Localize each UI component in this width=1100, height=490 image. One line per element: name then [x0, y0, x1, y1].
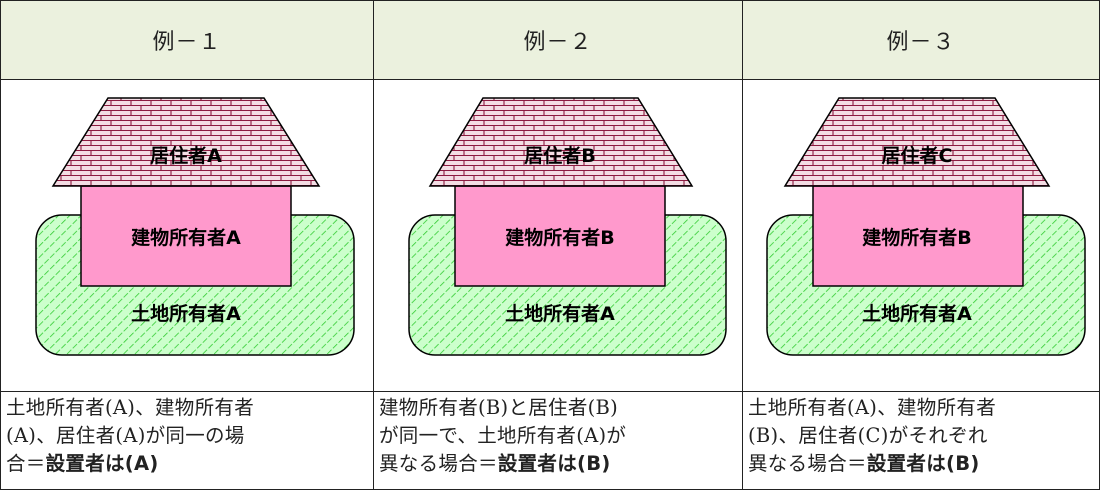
example-3-header: 例－３ — [742, 0, 1100, 80]
roof — [428, 97, 694, 187]
roof — [783, 97, 1051, 187]
building-body — [80, 185, 292, 287]
desc-plain: 合＝ — [6, 452, 46, 475]
desc-line: (A)、居住者(A)が同一の場 — [6, 424, 245, 447]
example-2-house-diagram: 居住者B 建物所有者B 土地所有者A — [408, 97, 727, 356]
desc-line: 異なる場合＝設置者は(B) — [748, 450, 1099, 478]
building-owner-label: 建物所有者B — [505, 226, 614, 249]
illustration-row: 居住者A 建物所有者A 土地所有者A 居住者B 建物所有者B 土地所有者A 居住 — [0, 79, 1100, 392]
desc-conclusion: 設置者は(B) — [866, 452, 980, 475]
building-owner-label: 建物所有者A — [131, 226, 241, 249]
example-3-illustration: 居住者C 建物所有者B 土地所有者A — [742, 79, 1100, 392]
example-1-description: 土地所有者(A)、建物所有者 (A)、居住者(A)が同一の場 合＝設置者は(A) — [0, 391, 374, 490]
desc-conclusion: 設置者は(A) — [45, 452, 159, 475]
desc-line: 建物所有者(B)と居住者(B) — [379, 396, 619, 419]
example-3-description: 土地所有者(A)、建物所有者 (B)、居住者(C)がそれぞれ 異なる場合＝設置者… — [742, 391, 1100, 490]
building-owner-label: 建物所有者B — [862, 226, 971, 249]
resident-label: 居住者B — [524, 144, 595, 167]
example-2-illustration: 居住者B 建物所有者B 土地所有者A — [373, 79, 743, 392]
resident-label: 居住者C — [882, 144, 953, 167]
desc-line: 土地所有者(A)、建物所有者 — [6, 396, 254, 419]
header-row: 例－１ 例－２ 例－３ — [0, 0, 1100, 80]
building-body — [454, 185, 666, 287]
desc-line: が同一で、土地所有者(A)が — [379, 424, 627, 447]
desc-line: (B)、居住者(C)がそれぞれ — [748, 424, 988, 447]
desc-plain: 異なる場合＝ — [748, 452, 867, 475]
example-2-description: 建物所有者(B)と居住者(B) が同一で、土地所有者(A)が 異なる場合＝設置者… — [373, 391, 743, 490]
example-2-header: 例－２ — [373, 0, 743, 80]
desc-line: 土地所有者(A)、建物所有者 — [748, 396, 996, 419]
resident-label: 居住者A — [150, 144, 222, 167]
building-body — [812, 185, 1024, 287]
description-row: 土地所有者(A)、建物所有者 (A)、居住者(A)が同一の場 合＝設置者は(A)… — [0, 391, 1100, 490]
example-3-house-diagram: 居住者C 建物所有者B 土地所有者A — [766, 97, 1086, 356]
desc-line: 異なる場合＝設置者は(B) — [379, 450, 742, 478]
land-owner-label: 土地所有者A — [862, 302, 972, 325]
example-1-header: 例－１ — [0, 0, 374, 80]
example-1-house-diagram: 居住者A 建物所有者A 土地所有者A — [35, 97, 355, 356]
roof — [51, 97, 321, 187]
desc-line: 合＝設置者は(A) — [6, 450, 373, 478]
land-owner-label: 土地所有者A — [131, 302, 241, 325]
desc-plain: 異なる場合＝ — [379, 452, 498, 475]
example-1-illustration: 居住者A 建物所有者A 土地所有者A — [0, 79, 374, 392]
land-owner-label: 土地所有者A — [505, 302, 615, 325]
desc-conclusion: 設置者は(B) — [497, 452, 611, 475]
